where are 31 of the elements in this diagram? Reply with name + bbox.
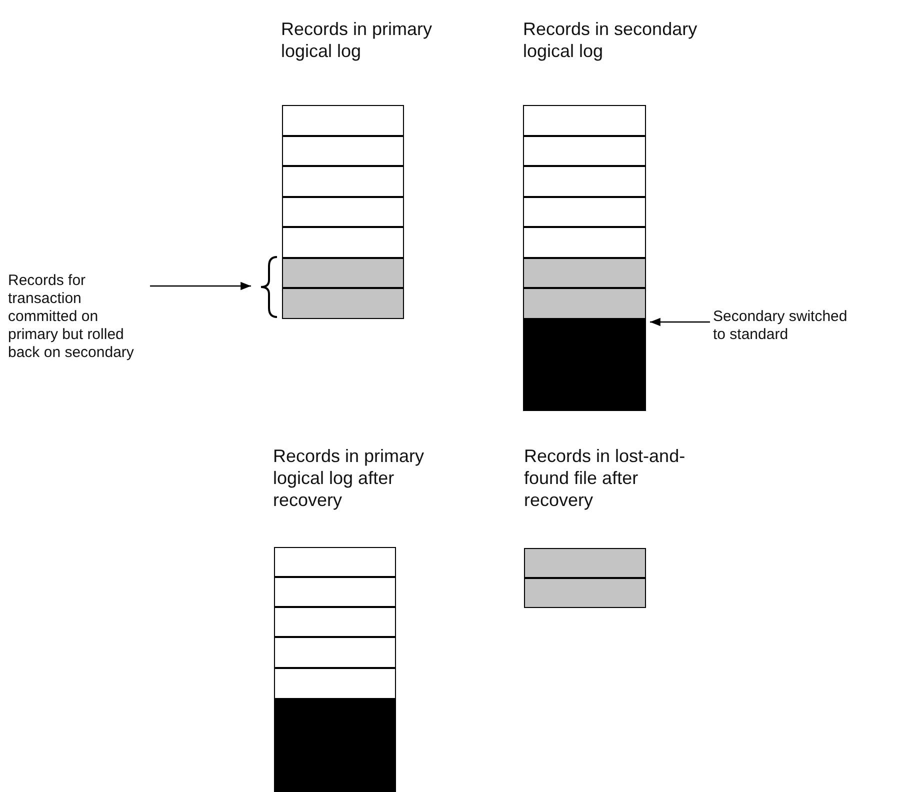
filled-record-block [274, 699, 396, 792]
filled-record-block [523, 319, 646, 411]
record-row [274, 607, 396, 637]
record-row [274, 547, 396, 577]
stack-heading: Records in secondary logical log [523, 18, 698, 62]
record-row [523, 227, 646, 258]
shaded-record-row [524, 578, 646, 608]
shaded-record-row [523, 288, 646, 319]
arrow [650, 318, 710, 326]
record-row [523, 136, 646, 166]
stack-heading: Records in primary logical log [281, 18, 434, 62]
record-row [274, 668, 396, 699]
record-row [523, 197, 646, 227]
record-row [282, 166, 404, 197]
record-row [282, 197, 404, 227]
record-row [282, 105, 404, 136]
annotation-text: Records for transaction committed on primary but rolled back on secondary [8, 272, 136, 362]
record-row [523, 166, 646, 197]
record-row [282, 227, 404, 258]
shaded-record-row [282, 258, 404, 288]
shaded-record-row [282, 288, 404, 319]
arrow [150, 282, 251, 290]
stack-heading: Records in primary logical log after recovery [273, 445, 426, 511]
record-row [282, 136, 404, 166]
record-row [274, 577, 396, 607]
record-row [523, 105, 646, 136]
shaded-record-row [523, 258, 646, 288]
stack-heading: Records in lost-and-found file after recovery [524, 445, 686, 511]
record-row [274, 637, 396, 668]
annotation-text: Secondary switched to standard [713, 308, 863, 344]
shaded-record-row [524, 548, 646, 578]
